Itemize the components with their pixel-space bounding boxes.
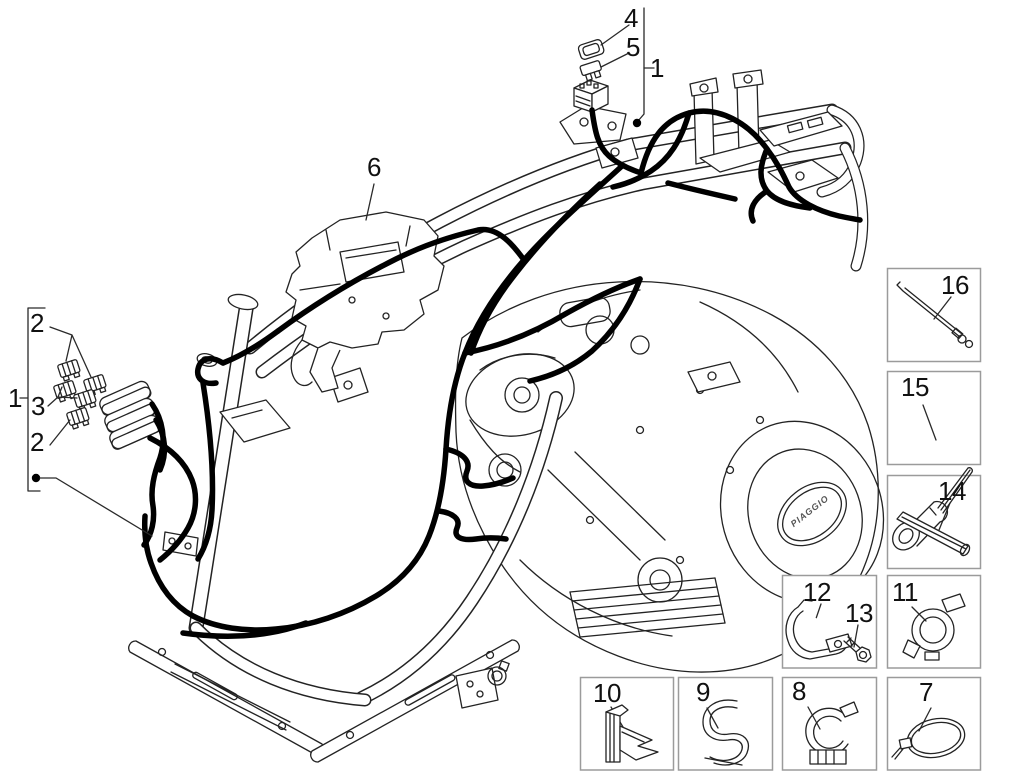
callout-label-6: 6: [367, 152, 381, 182]
inset-part-8-cable-clamp: [805, 701, 859, 765]
part-4-fuse-cover: [577, 39, 605, 60]
inset-part-9-spring-clip: [702, 699, 749, 766]
inset-label-14: 14: [938, 476, 966, 506]
inset-part-15-terminal-connector: [892, 467, 973, 551]
inset-label-11: 11: [892, 577, 919, 607]
frame-front: [128, 105, 741, 763]
inset-part-14-protection-sleeve: [896, 511, 971, 557]
inset-label-8: 8: [792, 676, 806, 706]
callout-label-2-lower: 2: [30, 427, 44, 457]
inset-part-11-cable-clip: [902, 593, 966, 661]
inset-part-16-long-cable-tie: [896, 281, 974, 349]
callout-label-4: 4: [624, 3, 638, 33]
harness-reference-dot-left: [31, 473, 41, 483]
frame-floor-rails: [128, 639, 520, 763]
inset-box-9: [677, 676, 774, 771]
inset-part-7-cable-tie: [891, 717, 966, 760]
harness-reference-dot-top: [632, 118, 642, 128]
inset-label-7: 7: [919, 677, 933, 707]
callout-leaders: [19, 7, 655, 537]
cable-harness: [141, 107, 863, 639]
inset-label-10: 10: [593, 678, 621, 708]
callout-label-5: 5: [626, 32, 640, 62]
inset-label-12: 12: [803, 577, 831, 607]
part-6-fuse-holder-bracket: [285, 211, 445, 393]
inset-part-10-push-rivet-holder: [605, 704, 659, 763]
callout-label-1-top: 1: [650, 53, 664, 83]
inset-part-12-clamp-bracket: [785, 599, 853, 660]
inset-box-16: [886, 267, 982, 363]
callout-label-1-left: 1: [8, 383, 22, 413]
inset-label-9: 9: [696, 677, 710, 707]
inset-label-16: 16: [941, 270, 969, 300]
engine-cooling-fins: [569, 577, 726, 638]
inset-label-15: 15: [901, 372, 929, 402]
callout-label-3: 3: [31, 391, 45, 421]
harness-top-connector: [573, 79, 609, 113]
relay-connector-blocks: [99, 380, 162, 450]
part-5-blade-fuse: [579, 60, 602, 82]
connector-cluster-left: [53, 359, 162, 450]
inset-part-13-flanged-bolt: [843, 636, 872, 663]
inset-label-13: 13: [845, 598, 873, 628]
inset-box-15: [886, 370, 982, 466]
callout-label-2-upper: 2: [30, 308, 44, 338]
